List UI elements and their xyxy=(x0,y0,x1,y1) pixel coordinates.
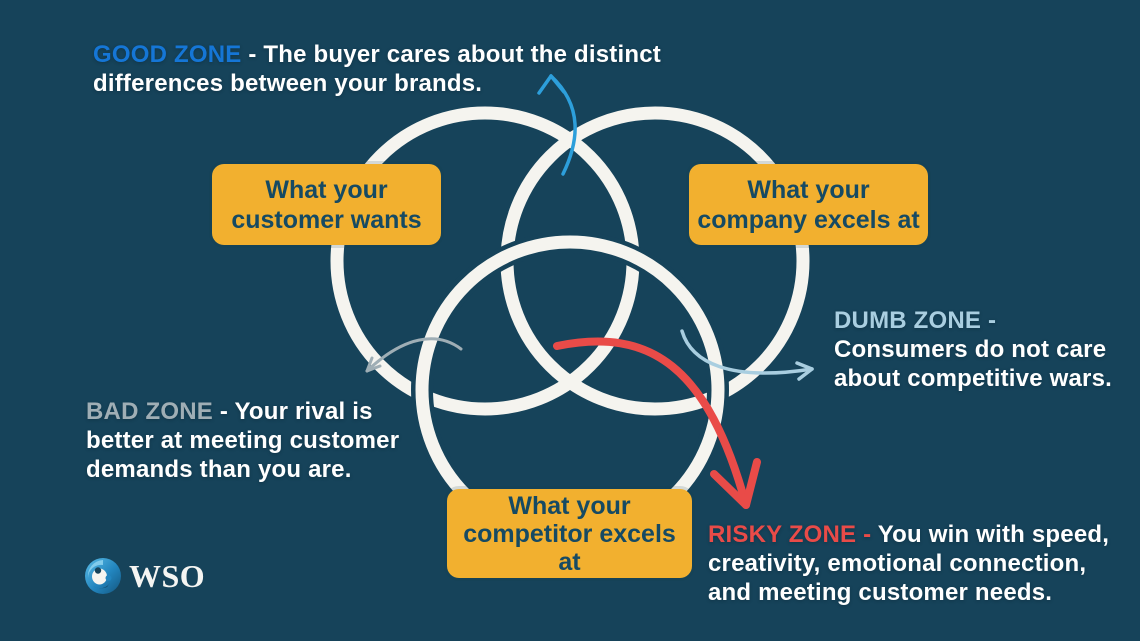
risky-zone-text-line3: and meeting customer needs. xyxy=(708,579,1053,606)
bad-zone-annotation: BAD ZONE - Your rival is better at meeti… xyxy=(86,397,426,484)
good-zone-text-line1: - The buyer cares about the distinct xyxy=(248,41,661,68)
wso-logo: WSO xyxy=(84,557,205,595)
bad-zone-label: BAD ZONE xyxy=(86,398,213,425)
bad-zone-text-line1: - Your rival is xyxy=(219,398,373,425)
competitor-excels-line1: What your xyxy=(508,491,631,520)
risky-zone-label: RISKY ZONE - xyxy=(708,521,872,548)
risky-zone-text-line1: You win with speed, xyxy=(877,521,1110,548)
dumb-zone-annotation: DUMB ZONE - Consumers do not care about … xyxy=(834,306,1134,393)
good-zone-arrow xyxy=(537,74,577,176)
bad-zone-text-line3: demands than you are. xyxy=(86,456,352,483)
bad-zone-text-line2: better at meeting customer xyxy=(86,427,400,454)
dumb-zone-text-line2: Consumers do not care xyxy=(834,336,1107,363)
risky-zone-text-line2: creativity, emotional connection, xyxy=(708,550,1087,577)
competitor-excels-line2: competitor excels xyxy=(463,519,676,548)
company-excels-line2: company excels at xyxy=(697,205,920,234)
good-zone-label: GOOD ZONE xyxy=(93,41,242,68)
company-excels-line1: What your xyxy=(747,175,870,204)
customer-wants-line2: customer wants xyxy=(231,205,422,234)
competitor-excels-line3: at xyxy=(558,547,581,576)
bad-zone-arrow xyxy=(365,337,463,373)
customer-wants-line1: What your xyxy=(265,175,388,204)
dumb-zone-label: DUMB ZONE - xyxy=(834,307,997,334)
good-zone-text-line2: differences between your brands. xyxy=(93,70,483,97)
wso-logo-text: WSO xyxy=(129,557,206,594)
globe-swirl-icon xyxy=(85,558,121,594)
customer-wants-box: What your customer wants xyxy=(212,164,441,245)
risky-zone-arrow xyxy=(553,337,761,509)
company-excels-box: What your company excels at xyxy=(689,164,928,245)
dumb-zone-arrow xyxy=(680,329,814,381)
competitor-excels-box: What your competitor excels at xyxy=(447,489,692,578)
dumb-zone-text-line3: about competitive wars. xyxy=(834,365,1112,392)
good-zone-annotation: GOOD ZONE - The buyer cares about the di… xyxy=(93,40,713,98)
risky-zone-annotation: RISKY ZONE - You win with speed, creativ… xyxy=(708,520,1138,607)
